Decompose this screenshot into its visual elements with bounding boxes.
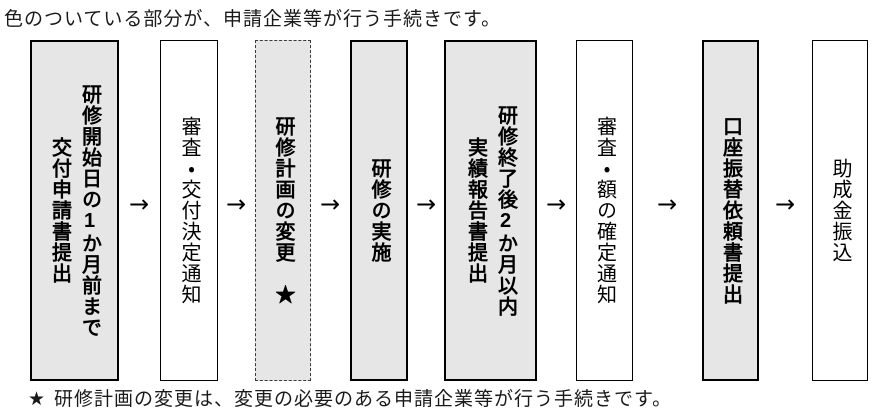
flow-arrow-icon: → <box>545 190 567 218</box>
step-training-implementation: 研修の実施 <box>350 40 408 381</box>
step-label: 研修終了後2か月以内 実績報告書提出 <box>464 104 517 317</box>
footnote-text: 研修計画の変更は、変更の必要のある申請企業等が行う手続きです。 <box>54 389 673 410</box>
step-label: 研修開始日の1か月前まで 交付申請書提出 <box>48 83 101 338</box>
flow-arrow-icon: → <box>415 190 437 218</box>
step-review-amount-determination: 審査・額の確定通知 <box>576 40 633 381</box>
footnote: ★ 研修計画の変更は、変更の必要のある申請企業等が行う手続きです。 <box>28 384 672 411</box>
flow-arrow-icon: → <box>225 190 247 218</box>
legend-note: 色のついている部分が、申請企業等が行う手続きです。 <box>4 9 502 30</box>
step-subsidy-transfer: 助成金振込 <box>812 40 868 381</box>
step-results-report: 研修終了後2か月以内 実績報告書提出 <box>444 40 537 381</box>
star-icon: ★ <box>28 389 47 410</box>
step-label: 研修計画の変更 ★ <box>272 116 294 305</box>
step-label: 審査・額の確定通知 <box>593 116 616 305</box>
step-label: 口座振替依頼書提出 <box>719 116 742 305</box>
step-direct-debit-request: 口座振替依頼書提出 <box>702 40 759 381</box>
flow-arrow-icon: → <box>656 190 678 218</box>
step-label: 審査・交付決定通知 <box>178 116 200 305</box>
step-label: 助成金振込 <box>829 158 851 263</box>
flow-arrow-icon: → <box>128 190 150 218</box>
flow-arrow-icon: → <box>319 190 341 218</box>
flow-arrow-icon: → <box>774 190 796 218</box>
step-training-plan-change: 研修計画の変更 ★ <box>255 40 311 381</box>
step-label: 研修の実施 <box>368 158 390 263</box>
step-review-grant-decision: 審査・交付決定通知 <box>160 40 218 381</box>
step-grant-application: 研修開始日の1か月前まで 交付申請書提出 <box>30 40 119 381</box>
